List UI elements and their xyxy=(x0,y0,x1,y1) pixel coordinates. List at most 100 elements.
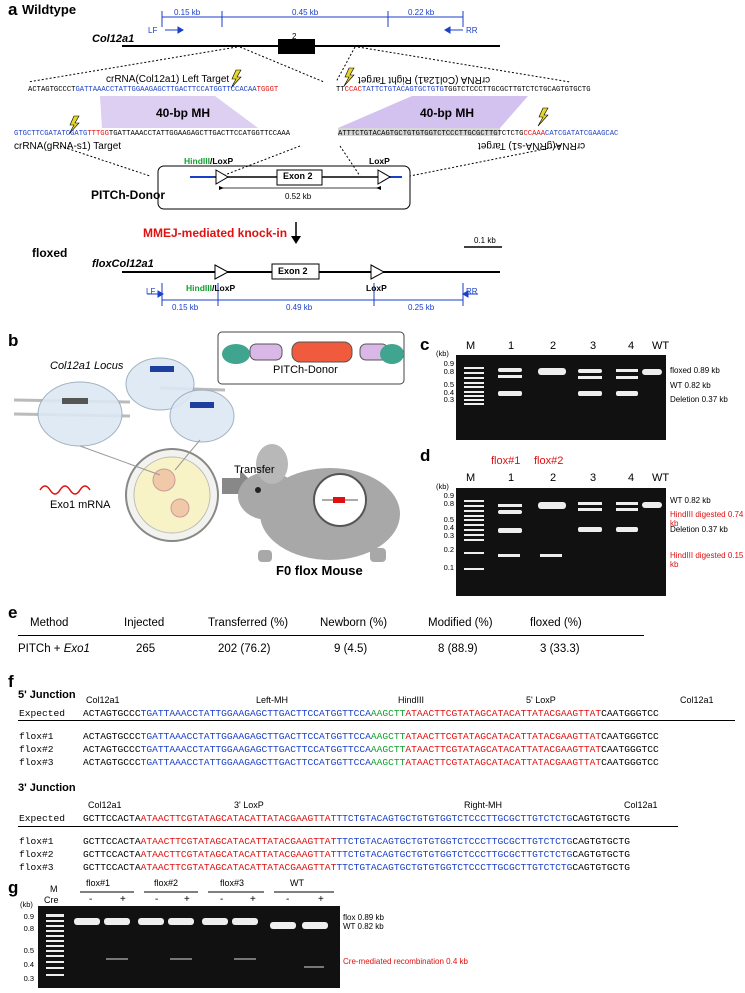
seq-part: ACTAGTGCCC xyxy=(83,731,141,742)
annotation-deletion-c: Deletion 0.37 kb xyxy=(670,395,728,404)
hindiii-loxp-label: HindIII/LoxP xyxy=(184,156,233,166)
flox-gene-name: floxCol12a1 xyxy=(92,258,154,270)
annotation-flox-g: flox 0.89 kb xyxy=(343,913,384,922)
panel-c-label: c xyxy=(420,335,430,354)
sign: - xyxy=(286,894,290,905)
loxp-flox-label: LoxP xyxy=(366,283,387,293)
ladder-tick: 0.8 xyxy=(443,366,454,376)
seq-part: GCTTCCACTA xyxy=(83,836,141,847)
row-modified: 8 (88.9) xyxy=(438,643,478,655)
seq-part: GATTAAACCTATTGGAAGAGCT xyxy=(75,86,171,94)
seq-part: TTCTGTACAGTGCTGTGTGGTCTCCCTTGCGCTTGTCTCT… xyxy=(336,849,573,860)
seq-part: TTCTGTACAGTGCTGTGTGGTCTCCCTTGCGCTTGTCTCT… xyxy=(336,862,573,873)
header-injected: Injected xyxy=(124,617,165,629)
seq-part: TATTCTGTACAGTGCTGTG xyxy=(361,86,444,94)
group-flox3: flox#3 xyxy=(220,878,245,888)
ladder-tick: 0.5 xyxy=(23,946,34,955)
kb-label-d: (kb) xyxy=(436,482,449,491)
header-floxed: floxed (%) xyxy=(530,617,582,629)
exon-number: 2 xyxy=(292,32,297,41)
wildtype-title: Wildtype xyxy=(22,2,77,17)
marker-label-g: M xyxy=(50,884,58,894)
seq-part: CAGTGTGCTG xyxy=(572,849,630,860)
bottom-right-sequence: ATTTCTGTACAGTGCTGTGTGGTCTCCCTTGCGCTTGTCT… xyxy=(338,130,618,138)
j3-head-rightmh: Right-MH xyxy=(464,800,503,810)
transfer-label: Transfer xyxy=(234,464,275,476)
seq-part: AAGCTT xyxy=(370,757,406,768)
seq-part: CAATGGGTCC xyxy=(601,757,659,768)
seq-part: ATAACTTCGTATAGCATACATTATACGAAGTTAT xyxy=(405,708,602,719)
j3-head-loxp: 3' LoxP xyxy=(234,800,264,810)
group-wt: WT xyxy=(290,878,304,888)
sign: + xyxy=(318,894,324,905)
grna-right-label: crRNA(gRNA-s1) Target xyxy=(478,140,586,151)
grna-left-label: crRNA(gRNA-s1) Target xyxy=(14,141,122,152)
ladder-tick: 0.4 xyxy=(23,960,34,969)
seq-part: CAGTGTGCTG xyxy=(572,813,630,824)
seq-part: GTGCTTCGATATCGATG xyxy=(14,130,88,138)
seq-part: CATCGATATCGAAGCAC xyxy=(545,130,619,138)
lane-wt: WT xyxy=(652,472,670,484)
ladder-tick: 0.8 xyxy=(23,924,34,933)
ladder-tick: 0.4 xyxy=(443,387,454,397)
flox-dist-2: 0.49 kb xyxy=(286,303,313,312)
seq-part: TGATTAAACCTATTGGAAGAGCTTGACTTCCATGGTTCCA xyxy=(140,708,371,719)
seq-part: GCTTCCACTA xyxy=(83,849,141,860)
dist-label-1: 0.15 kb xyxy=(174,8,201,17)
ladder-tick: 0.4 xyxy=(443,523,454,532)
top-right-sequence: TTCCACTATTCTGTACAGTGCTGTGTGGTCTCCCTTGCGC… xyxy=(336,86,591,94)
seq-part: AA xyxy=(247,86,257,94)
j5-head-leftmh: Left-MH xyxy=(256,695,289,705)
kb-label-c: (kb) xyxy=(436,349,449,358)
panel-b-label: b xyxy=(8,331,19,350)
junction5-title: 5' Junction xyxy=(18,689,76,701)
floxed-label: floxed xyxy=(32,246,68,260)
row-newborn: 9 (4.5) xyxy=(334,643,368,655)
j5-head-loxp: 5' LoxP xyxy=(526,695,556,705)
right-target-label: crRNA (Col12a1) Right Target xyxy=(358,74,491,85)
ladder-tick: 0.2 xyxy=(443,545,454,554)
seq-part: TGATTAAACCTATTGGAAGAGCTTGACTTCCATGGTTCCA… xyxy=(108,130,291,138)
kb-label-g: (kb) xyxy=(20,900,33,909)
sign: - xyxy=(89,894,93,905)
seq-part: TGACTTCCATGGTTCCAC xyxy=(170,86,248,94)
j5-divider xyxy=(18,720,735,721)
annotation-wt-d: WT 0.82 kb xyxy=(670,496,711,505)
seq-part: TGGGT xyxy=(256,86,279,94)
header-transferred: Transferred (%) xyxy=(208,617,289,629)
ladder-tick: 0.1 xyxy=(443,563,454,572)
exon2-label: Exon 2 xyxy=(283,171,313,181)
ladder-g: 0.9 0.8 0.5 0.4 0.3 xyxy=(18,913,34,983)
seq-part: CAGTGTGCTG xyxy=(572,862,630,873)
seq-part: GCTTCCACTA xyxy=(83,862,141,873)
hindiii-loxp-flox-label: HindIII/LoxP xyxy=(186,283,235,293)
gel-image-c xyxy=(456,355,666,440)
sign: - xyxy=(155,894,159,905)
row-label: flox#2 xyxy=(19,744,54,755)
junction3-title: 3' Junction xyxy=(18,782,76,794)
row-floxed: 3 (33.3) xyxy=(540,643,580,655)
panel-b-illustration xyxy=(13,331,405,562)
seq-part: TTTGG xyxy=(87,130,109,138)
row-label: flox#3 xyxy=(19,862,54,873)
panel-a-diagram xyxy=(27,11,571,306)
scale-bar-label: 0.1 kb xyxy=(474,236,496,245)
annotation-hindiii-074-d: HindIII digested 0.74 kb xyxy=(670,510,744,528)
cre-label-g: Cre xyxy=(44,895,59,905)
seq-part: AAGCTT xyxy=(370,731,406,742)
lane-3: 3 xyxy=(590,340,597,352)
annotation-wt-g: WT 0.82 kb xyxy=(343,922,384,931)
ladder-tick: 0.3 xyxy=(443,531,454,540)
lane-2: 2 xyxy=(550,472,557,484)
cre-signs-g: - + - + - + - + xyxy=(78,894,340,906)
seq-part: ATAACTTCGTATAGCATACATTATACGAAGTTAT xyxy=(140,849,337,860)
seq-part: ATAACTTCGTATAGCATACATTATACGAAGTTAT xyxy=(140,862,337,873)
group-underlines-g xyxy=(80,891,334,893)
seq-part: ATAACTTCGTATAGCATACATTATACGAAGTTAT xyxy=(140,836,337,847)
panel-g-label: g xyxy=(8,878,19,897)
group-labels-g: flox#1 flox#2 flox#3 WT xyxy=(86,878,336,890)
seq-part: CAATGGGTCC xyxy=(601,731,659,742)
